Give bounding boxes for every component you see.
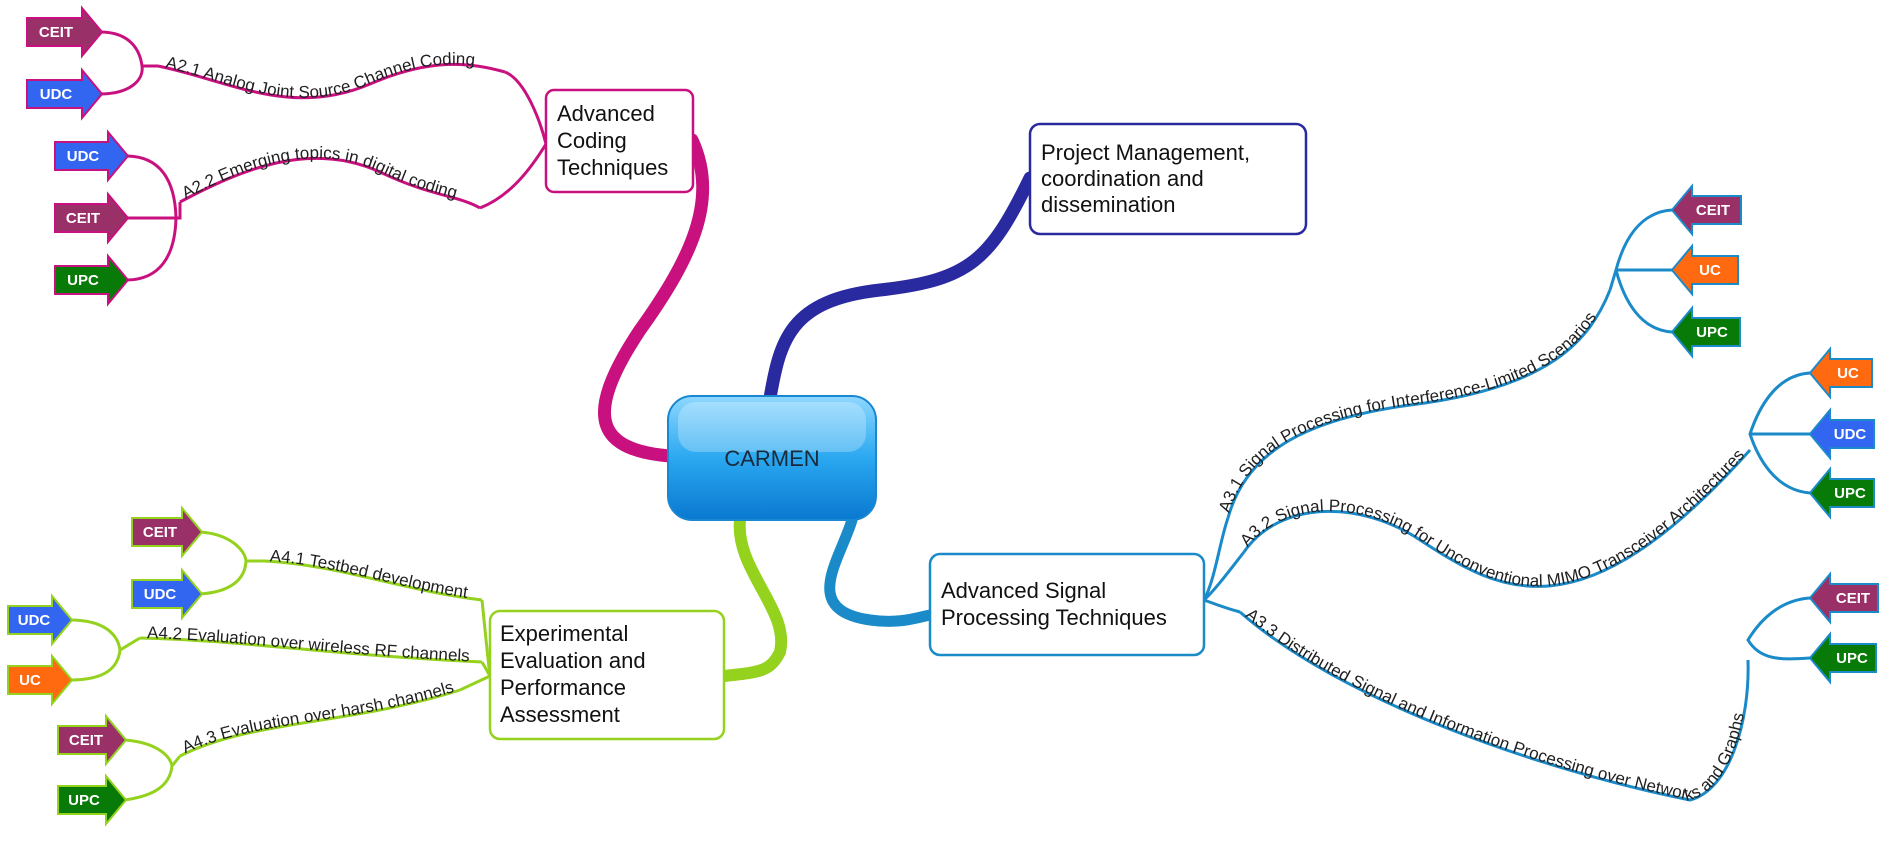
partner-tag-a22-2: CEIT bbox=[54, 191, 130, 245]
partner-tag-a32-1: UC bbox=[1808, 346, 1873, 400]
partner-tag-label: UPC bbox=[68, 792, 100, 809]
partner-tag-label: UPC bbox=[67, 272, 99, 289]
partner-tag-label: CEIT bbox=[39, 24, 73, 41]
partner-tag-label: UDC bbox=[40, 86, 73, 103]
partner-tag-a41-1: CEIT bbox=[131, 505, 204, 559]
partner-tag-a21-1: CEIT bbox=[26, 5, 104, 59]
partner-tag-a42-2: UC bbox=[7, 653, 74, 707]
svg-text:Project Management, coor: Project Management, coordination and dis… bbox=[1041, 140, 1256, 217]
partner-tag-a43-1: CEIT bbox=[57, 713, 128, 767]
svg-text:A3.2 Signal Processing for Unc: A3.2 Signal Processing for Unconventiona… bbox=[1236, 445, 1748, 590]
label-a31: A3.1 Signal Processing for Interference-… bbox=[1215, 309, 1600, 515]
svg-text:A4.1 Testbed development: A4.1 Testbed development bbox=[269, 546, 469, 602]
partner-tag-label: CEIT bbox=[69, 732, 103, 749]
svg-text:A3.1 Signal Processing for Int: A3.1 Signal Processing for Interference-… bbox=[1215, 309, 1600, 515]
topic-coding[interactable]: Advanced Coding Techniques bbox=[544, 88, 695, 194]
partner-tag-label: UC bbox=[1837, 365, 1859, 382]
topic-experimental-line-1: Experimental bbox=[500, 621, 628, 646]
label-a32: A3.2 Signal Processing for Unconventiona… bbox=[1236, 445, 1748, 590]
topic-signal[interactable]: Advanced Signal Processing Techniques bbox=[928, 552, 1206, 657]
partner-tag-a41-2: UDC bbox=[131, 567, 204, 621]
label-a41: A4.1 Testbed development bbox=[269, 546, 469, 602]
center-node[interactable]: CARMEN bbox=[667, 395, 877, 521]
partner-tag-a33-1: CEIT bbox=[1808, 571, 1879, 625]
topic-coding-line-3: Techniques bbox=[557, 155, 668, 180]
label-a21: A2.1 Analog Joint Source Channel Coding bbox=[164, 49, 476, 102]
svg-text:Experimental Evaluation: Experimental Evaluation and Performance … bbox=[500, 621, 652, 727]
label-a42: A4.2 Evaluation over wireless RF channel… bbox=[147, 623, 470, 665]
label-a33: A3.3 Distributed Signal and Information … bbox=[1242, 605, 1748, 805]
partner-tag-label: UPC bbox=[1836, 650, 1868, 667]
topic-signal-line-2: Processing Techniques bbox=[941, 605, 1167, 630]
partner-tag-label: CEIT bbox=[66, 210, 100, 227]
partner-tag-label: UDC bbox=[1834, 426, 1867, 443]
svg-text:A4.2 Evaluation over wireless: A4.2 Evaluation over wireless RF channel… bbox=[147, 623, 470, 665]
partner-tag-label: UDC bbox=[67, 148, 100, 165]
topic-management-line-2: coordination and bbox=[1041, 166, 1204, 191]
branch-experimental bbox=[718, 514, 788, 682]
center-label: CARMEN bbox=[724, 446, 819, 471]
topic-experimental[interactable]: Experimental Evaluation and Performance … bbox=[488, 609, 726, 741]
partner-tag-a32-2: UDC bbox=[1808, 407, 1875, 461]
partner-tag-label: UPC bbox=[1834, 485, 1866, 502]
label-a43: A4.3 Evaluation over harsh channels bbox=[179, 677, 456, 757]
branch-signal bbox=[824, 514, 936, 627]
topic-experimental-line-4: Assessment bbox=[500, 702, 620, 727]
partner-tag-a22-1: UDC bbox=[54, 129, 130, 183]
svg-text:A2.1 Analog Joint Source Chann: A2.1 Analog Joint Source Channel Coding bbox=[164, 49, 476, 102]
partner-tag-label: CEIT bbox=[1836, 590, 1870, 607]
topic-experimental-line-2: Evaluation and bbox=[500, 648, 646, 673]
partner-tag-a31-1: CEIT bbox=[1670, 183, 1742, 237]
partner-tag-a33-2: UPC bbox=[1808, 631, 1877, 685]
partner-tag-label: UPC bbox=[1696, 324, 1728, 341]
partner-tag-label: UC bbox=[19, 672, 41, 689]
topic-management-line-1: Project Management, bbox=[1041, 140, 1250, 165]
partner-tag-a42-1: UDC bbox=[7, 593, 74, 647]
svg-text:Advanced Coding Te: Advanced Coding Techniques bbox=[557, 101, 668, 180]
topic-experimental-line-3: Performance bbox=[500, 675, 626, 700]
topic-signal-line-1: Advanced Signal bbox=[941, 578, 1106, 603]
partner-tag-a31-2: UC bbox=[1670, 243, 1739, 297]
topic-management[interactable]: Project Management, coordination and dis… bbox=[1028, 122, 1308, 236]
branch-management bbox=[763, 171, 1037, 405]
topic-management-line-3: dissemination bbox=[1041, 192, 1176, 217]
topic-coding-line-1: Advanced bbox=[557, 101, 655, 126]
svg-text:A3.3 Distributed Signal and In: A3.3 Distributed Signal and Information … bbox=[1242, 605, 1748, 805]
partner-tag-a22-3: UPC bbox=[54, 253, 130, 307]
partner-tag-label: CEIT bbox=[143, 524, 177, 541]
partner-tag-a32-3: UPC bbox=[1808, 466, 1875, 520]
partner-tag-label: CEIT bbox=[1696, 202, 1730, 219]
partner-tag-a43-2: UPC bbox=[57, 773, 128, 827]
partner-tag-a21-2: UDC bbox=[26, 67, 104, 121]
partner-tag-a31-3: UPC bbox=[1670, 305, 1741, 359]
svg-text:A2.2 Emerging topics in digita: A2.2 Emerging topics in digital coding bbox=[179, 143, 460, 202]
curve-a33 bbox=[1238, 610, 1750, 802]
partner-tag-label: UDC bbox=[144, 586, 177, 603]
label-a22: A2.2 Emerging topics in digital coding bbox=[179, 143, 460, 202]
branch-coding bbox=[598, 133, 710, 463]
svg-text:Advanced Signal Processi: Advanced Signal Processing Techniques bbox=[941, 578, 1167, 630]
partner-tag-label: UC bbox=[1699, 262, 1721, 279]
partner-tag-label: UDC bbox=[18, 612, 51, 629]
topic-coding-line-2: Coding bbox=[557, 128, 627, 153]
svg-text:A4.3 Evaluation over harsh cha: A4.3 Evaluation over harsh channels bbox=[179, 677, 456, 757]
